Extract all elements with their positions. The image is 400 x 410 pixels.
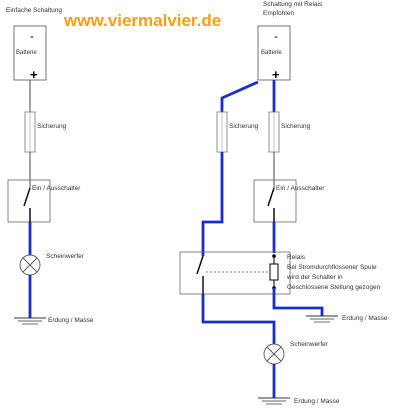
- battery-minus-left: -: [30, 29, 34, 43]
- switch-label-right: Ein / Ausschalter: [276, 185, 325, 192]
- switch-label-left: Ein / Ausschalter: [32, 185, 81, 192]
- relay-description-line-2: wird der Schalter in: [286, 274, 343, 281]
- wire-right-battery-fuse1: [220, 80, 259, 112]
- lamp-label-left: Scheinwerfer: [46, 253, 85, 260]
- ground-label-right-2: Erdung / Masse: [294, 398, 340, 405]
- battery-symbol-left: - Batterie +: [13, 25, 47, 82]
- ground-symbol-left: [14, 317, 46, 325]
- battery-plus-left: +: [30, 67, 38, 82]
- fuse-label-right-1: Sicherung: [229, 123, 259, 130]
- wire-right-fuse1-relay: [201, 152, 224, 256]
- battery-label-left: Batterie: [16, 50, 37, 56]
- fuse-symbol-right-2: [268, 111, 280, 153]
- battery-symbol-right: - Batterie +: [257, 25, 291, 82]
- right-circuit-subtitle: Empfohlen: [263, 10, 294, 17]
- fuse-symbol-left: [24, 111, 36, 153]
- ground-label-left: Erdung / Masse: [48, 317, 94, 324]
- left-circuit: - Batterie + Sicherung Ein / Ausschalter: [7, 25, 94, 325]
- relay-label: Relais: [287, 254, 306, 261]
- relay-description-line-1: Bei Stromdurchflossener Spule: [287, 264, 377, 271]
- ground-label-right-1: Erdung / Masse: [342, 315, 388, 322]
- relay-description-line-3: Geschlossene Stellung gezogen: [287, 284, 381, 291]
- fuse-label-right-2: Sicherung: [281, 123, 311, 130]
- right-circuit-title: Schaltung mit Relais: [263, 1, 323, 8]
- ground-symbol-right-1: [306, 315, 338, 323]
- right-circuit: - Batterie + Sicherung Sicherung Ein / A…: [179, 25, 388, 405]
- fuse-label-left: Sicherung: [37, 123, 67, 130]
- relay-symbol: [179, 251, 291, 295]
- battery-plus-right: +: [272, 67, 280, 82]
- battery-minus-right: -: [274, 29, 278, 43]
- lamp-symbol-right: [263, 343, 285, 365]
- ground-symbol-right-2: [258, 397, 290, 405]
- wire-right-relay-lamp: [201, 294, 276, 344]
- website-url[interactable]: www.viermalvier.de: [63, 11, 221, 30]
- left-circuit-title: Einfache Schaltung: [6, 7, 62, 14]
- lamp-symbol-left: [19, 254, 41, 276]
- battery-label-right: Batterie: [261, 50, 282, 56]
- wire-right-coil-ground: [272, 288, 324, 316]
- lamp-label-right: Scheinwerfer: [290, 341, 329, 348]
- fuse-symbol-right-1: [216, 111, 228, 153]
